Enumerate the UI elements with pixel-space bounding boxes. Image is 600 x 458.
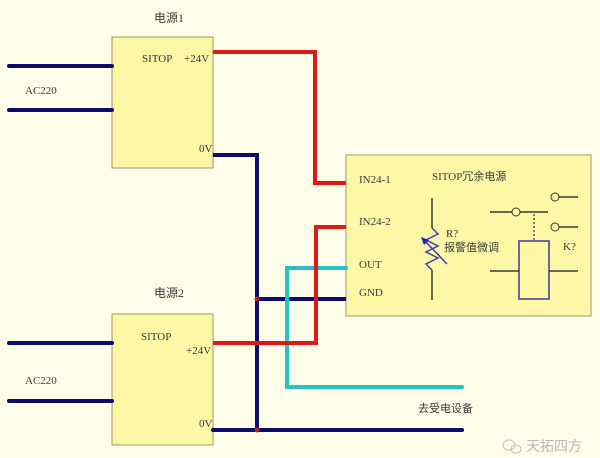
relay-symbol bbox=[490, 192, 578, 300]
potentiometer-symbol bbox=[421, 198, 448, 300]
output-label: 去受电设备 bbox=[418, 401, 473, 415]
watermark: 天拓四方 bbox=[502, 439, 582, 455]
psu1: 电源1 SITOP +24V 0V AC220 bbox=[7, 11, 214, 169]
psu2-title: 电源2 bbox=[154, 286, 184, 300]
psu1-pin-24v: +24V bbox=[184, 53, 209, 65]
resistor-ref: R? bbox=[446, 228, 458, 240]
psu2-ac-label: AC220 bbox=[25, 375, 57, 387]
redundancy-module: SITOP冗余电源 IN24-1 IN24-2 OUT GND R? 报警值微调 bbox=[345, 154, 592, 317]
psu1-pin-0v: 0V bbox=[199, 143, 213, 155]
junction-gnd bbox=[254, 296, 260, 302]
wechat-icon bbox=[502, 439, 522, 454]
watermark-text: 天拓四方 bbox=[526, 439, 582, 455]
psu1-box bbox=[111, 36, 214, 169]
wire-psu1-24v bbox=[213, 50, 346, 185]
junction-0v bbox=[254, 427, 260, 433]
relay-ref: K? bbox=[563, 241, 576, 253]
resistor-desc: 报警值微调 bbox=[444, 240, 499, 254]
wire-psu1-0v bbox=[213, 153, 259, 430]
pin-in24-1: IN24-1 bbox=[359, 174, 391, 186]
pin-gnd: GND bbox=[359, 287, 383, 299]
psu1-title: 电源1 bbox=[154, 11, 184, 25]
psu2-pin-24v: +24V bbox=[186, 345, 211, 357]
psu2: 电源2 SITOP +24V 0V AC220 bbox=[7, 286, 214, 446]
redundancy-title: SITOP冗余电源 bbox=[432, 169, 506, 183]
pin-in24-2: IN24-2 bbox=[359, 216, 391, 228]
psu2-model: SITOP bbox=[141, 331, 171, 343]
psu2-box bbox=[111, 313, 214, 446]
wires bbox=[211, 50, 464, 433]
psu2-pin-0v: 0V bbox=[199, 418, 213, 430]
wire-psu2-24v bbox=[213, 225, 346, 345]
psu1-ac-label: AC220 bbox=[25, 85, 57, 97]
redundancy-box bbox=[345, 154, 592, 317]
psu1-model: SITOP bbox=[142, 53, 172, 65]
pin-out: OUT bbox=[359, 259, 382, 271]
